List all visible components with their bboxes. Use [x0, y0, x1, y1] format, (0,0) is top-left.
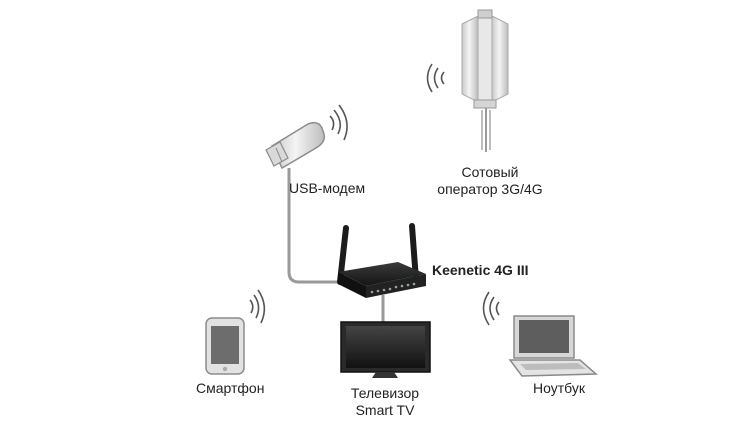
cell-tower-wifi-icon: [426, 63, 445, 93]
cables: [287, 104, 491, 326]
smartphone-label: Смартфон: [196, 380, 265, 396]
smartphone-icon: [205, 317, 245, 375]
tv-label-line2: Smart TV: [355, 402, 415, 418]
usb-modem-cable: [287, 168, 346, 284]
laptop-wifi-icon: [482, 291, 500, 326]
cell-tower-label-line1: Сотовый: [461, 164, 519, 180]
usb-modem-icon: [265, 121, 326, 170]
tv-icon: [340, 321, 431, 378]
cell-tower-label: Сотовый оператор 3G/4G: [430, 164, 550, 198]
tv-label: Телевизор Smart TV: [340, 385, 430, 419]
cell-tower-icon: [461, 9, 509, 109]
router-leds: [370, 282, 416, 294]
usb-modem-wifi-icon: [329, 104, 348, 141]
tower-mast: [481, 110, 491, 150]
smartphone-wifi-icon: [249, 289, 266, 324]
cell-tower-label-line2: оператор 3G/4G: [437, 181, 543, 197]
usb-modem-label: USB-модем: [289, 180, 366, 196]
tv-label-line1: Телевизор: [350, 385, 420, 401]
laptop-label: Ноутбук: [533, 380, 585, 396]
router-label: Keenetic 4G III: [432, 262, 529, 278]
router-icon: [337, 223, 426, 298]
laptop-icon: [508, 315, 598, 377]
